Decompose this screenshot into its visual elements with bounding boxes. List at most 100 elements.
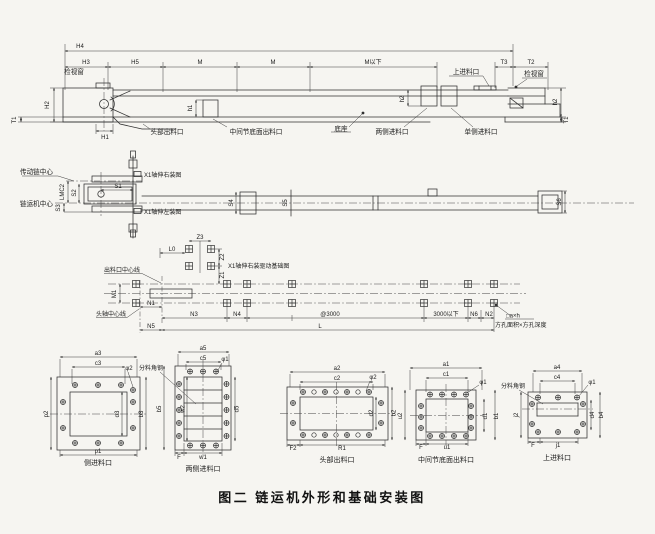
callout-head-outlet: 头部出料口 — [151, 127, 184, 136]
section-mid-bottom-outlet: a1 c1 φ1 u2 d1 b1 F u1 中间节底面出料口 分料角钢 — [398, 362, 544, 464]
dim-a4: a4 — [554, 365, 561, 371]
dim-f-s2: F — [177, 455, 181, 461]
dim-s1: S1 — [114, 184, 122, 190]
dim-p1: p1 — [95, 449, 102, 455]
callout-machine-center: 链运机中心 — [20, 199, 53, 208]
dim-f-s4: F — [419, 445, 423, 451]
section-side-inlet: a3 c3 φ2 p2 d3 b3 p1 侧进料口 — [44, 351, 148, 467]
dim-b5: b5 — [157, 405, 163, 412]
dim-z3: Z3 — [196, 235, 204, 241]
dim-u2: u2 — [398, 412, 404, 419]
dim-u1: u1 — [444, 445, 451, 451]
callout-head-axis-centerline: 头轴中心线 — [96, 310, 126, 318]
dim-t1-right: T1 — [564, 116, 570, 124]
callout-drive-chain-center: 传动链中心 — [20, 167, 53, 176]
section-mid-bottom-outlet-linework — [403, 366, 544, 446]
dim-j1: j1 — [555, 443, 561, 449]
dim-m1: M1 — [112, 289, 118, 298]
dim-b3: b3 — [139, 410, 145, 417]
dim-c3: c3 — [95, 361, 102, 367]
dim-h5: H5 — [131, 60, 139, 66]
dim-m-b: M — [271, 60, 276, 66]
dim-h1-head: H1 — [101, 135, 109, 141]
dim-h2-right: h2 — [553, 98, 559, 105]
dim-m-below: M以下 — [365, 59, 382, 66]
dim-d2: d2 — [369, 409, 375, 416]
dim-f-s5: F — [531, 443, 535, 449]
elevation-view: H4 H3 H5 M M M以下 T3 T2 H2 T1 H1 h1 h2 h2… — [12, 44, 570, 141]
dim-t3: T3 — [500, 60, 508, 66]
dim-c2: c2 — [334, 376, 341, 382]
callout-top-inlet: 上进料口 — [453, 67, 479, 76]
section-head-outlet-linework — [280, 370, 395, 447]
dim-n5: N5 — [147, 324, 155, 330]
dim-j2: j2 — [514, 412, 520, 418]
dim-d3: d3 — [115, 410, 121, 417]
dim-n1: N1 — [147, 301, 155, 307]
dim-c1: c1 — [443, 372, 450, 378]
section-top-inlet-linework — [519, 369, 602, 444]
callout-x1-right: X1轴伸右装图 — [144, 171, 181, 179]
dim-dia1-s4: φ1 — [479, 380, 487, 386]
dim-h2-left: H2 — [45, 101, 51, 109]
callout-mid-bottom-outlet: 中间节底面出料口 — [230, 127, 283, 136]
section-top-inlet: a4 c4 φ1 j2 d4 b4 F j1 上进料口 — [514, 365, 605, 462]
section-double-side-inlet: a5 c5 φ1 分料角钢 b5 w2 d5 F w1 两侧进料口 — [139, 346, 241, 473]
callout-angle-steel-1: 分料角钢 — [139, 364, 163, 372]
plan-linework — [22, 150, 634, 239]
dim-dia2-s1: φ2 — [125, 366, 133, 372]
dim-dia2-s3: φ2 — [369, 375, 377, 381]
section-head-outlet: a2 c2 φ2 d2 b2 F2 R1 头部出料口 — [280, 366, 398, 464]
callout-square-hole: □a×h — [506, 314, 520, 320]
foundation-view: L0 Z3 Z2 Z1 X1轴伸右装驱动基础图 出料口中心线 头轴中心线 M1 … — [96, 235, 547, 333]
dim-s2: S2 — [72, 189, 78, 197]
dim-dia1-s2: φ1 — [221, 357, 229, 363]
callout-x1-drive-foundation: X1轴伸右装驱动基础图 — [228, 262, 289, 270]
elevation-linework — [18, 44, 566, 134]
callout-inspection-window-left: 检视窗 — [64, 67, 84, 76]
dim-below3000: 3000以下 — [433, 311, 458, 318]
figure-caption: 图二 链运机外形和基础安装图 — [218, 490, 426, 505]
dim-h3: H3 — [82, 60, 90, 66]
callout-base: 底座 — [334, 124, 348, 133]
section-double-side-inlet-linework — [159, 350, 237, 458]
dim-dia1-s5: φ1 — [588, 380, 596, 386]
callout-outlet-centerline: 出料口中心线 — [104, 266, 140, 274]
dim-a3: a3 — [95, 351, 102, 357]
dim-r1: R1 — [338, 446, 346, 452]
plan-view: 传动链中心 链运机中心 X1轴伸右装图 X1轴伸左装图 LMC2 S2 S3 S… — [20, 150, 634, 239]
dim-d4: d4 — [590, 411, 596, 418]
dim-p2: p2 — [44, 410, 50, 417]
dim-d1: d1 — [483, 412, 489, 419]
caption-top-inlet: 上进料口 — [543, 453, 571, 462]
dim-a5: a5 — [200, 346, 207, 352]
caption-double-side-inlet: 两侧进料口 — [186, 464, 221, 473]
dim-n6: N6 — [470, 312, 478, 318]
dim-at3000: @3000 — [320, 312, 340, 318]
caption-head-outlet: 头部出料口 — [320, 455, 355, 464]
dim-z1: Z1 — [220, 271, 226, 279]
dim-w2: w2 — [181, 405, 187, 414]
dim-b4: b4 — [599, 411, 605, 418]
dim-a2: a2 — [334, 366, 341, 372]
caption-mid-bottom-outlet: 中间节底面出料口 — [418, 455, 474, 464]
callout-single-side-inlet: 单侧进料口 — [465, 127, 498, 136]
dim-b1: b1 — [494, 412, 500, 419]
dim-n2: N2 — [485, 312, 493, 318]
callout-angle-steel-2: 分料角钢 — [501, 382, 525, 390]
dim-z2: Z2 — [220, 253, 226, 261]
dim-t2: T2 — [527, 60, 535, 66]
dim-c4: c4 — [554, 375, 561, 381]
foundation-linework — [96, 239, 534, 333]
callout-x1-left: X1轴伸左装图 — [144, 208, 181, 216]
dim-h2-small: h2 — [400, 95, 406, 102]
dim-h4: H4 — [76, 44, 84, 50]
dim-h1-small: h1 — [188, 104, 194, 111]
dim-w1: w1 — [198, 455, 207, 461]
callout-inspection-window-right: 检视窗 — [524, 69, 544, 78]
callout-square-hole-note: 方孔面积×方孔深度 — [495, 321, 547, 329]
dim-s6: S6 — [557, 198, 563, 206]
dim-d5: d5 — [235, 405, 241, 412]
dim-f2: F2 — [289, 446, 297, 452]
